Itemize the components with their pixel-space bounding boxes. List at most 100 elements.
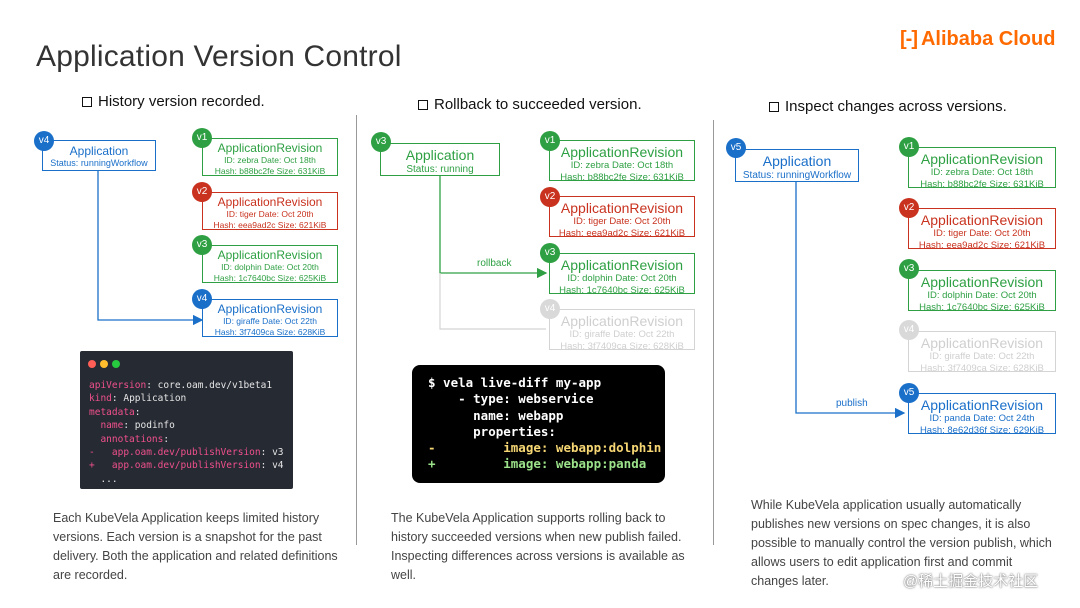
panel3-badge-v1: v1 [899,137,919,157]
code-line: name: podinfo [89,420,175,432]
code-ellipsis: ... [89,473,118,485]
yaml-code-window: apiVersion: core.oam.dev/v1beta1 kind: A… [80,351,293,489]
logo-mark: [-] [900,28,918,50]
revision-id-date: ID: dolphin Date: Oct 20th [927,290,1037,301]
maximize-dot-icon [112,360,120,368]
panel2-description: The KubeVela Application supports rollin… [391,511,685,582]
panel1-revision-v4: ApplicationRevision ID: giraffe Date: Oc… [202,299,338,337]
revision-name: ApplicationRevision [920,212,1044,228]
application-name: Application [69,144,129,158]
checkbox-icon [82,96,92,107]
revision-name: ApplicationRevision [217,248,323,262]
application-status: Status: runningWorkflow [50,158,148,168]
revision-hash-size: Hash: eea9ad2c Size: 621KiB [918,239,1046,251]
revision-hash-size: Hash: 3f7409ca Size: 628KiB [920,362,1044,374]
revision-id-date: ID: tiger Date: Oct 20th [226,209,314,219]
revision-hash-size: Hash: 1c7640bc Size: 625KiB [559,284,685,296]
revision-name: ApplicationRevision [920,274,1044,290]
revision-name: ApplicationRevision [560,313,684,329]
code-value: core.oam.dev/v1beta1 [157,380,273,391]
panel2-badge-v1: v1 [540,131,560,151]
panel3-application-box: Application Status: runningWorkflow [735,149,859,182]
panel3-revision-v4: ApplicationRevision ID: giraffe Date: Oc… [908,331,1056,374]
panel2-revision-v2: ApplicationRevision ID: tiger Date: Oct … [549,196,695,239]
terminal-line: name: webapp [428,407,564,423]
revision-hash-size: Hash: 3f7409ca Size: 628KiB [560,340,684,352]
revision-name: ApplicationRevision [920,151,1044,167]
publish-label: publish [836,398,868,409]
column-divider-left [356,115,357,545]
panel1-revision-v3: ApplicationRevision ID: dolphin Date: Oc… [202,245,338,283]
code-key: app.oam.dev/publishVersion [111,447,261,459]
code-line: annotations: [89,433,170,445]
checkbox-icon [769,101,779,112]
code-line: metadata: [89,406,141,418]
panel2-badge-v3: v3 [540,243,560,263]
code-value: v3 [272,447,284,459]
panel3-revision-v5: ApplicationRevision ID: panda Date: Oct … [908,393,1056,436]
application-status: Status: running [406,164,474,175]
code-line-removed: - app.oam.dev/publishVersion: v3 [89,447,284,459]
revision-name: ApplicationRevision [920,335,1044,351]
panel1-badge-v1: v1 [192,128,212,148]
panel1-badge-v4: v4 [192,289,212,309]
code-value: Application [123,393,187,405]
revision-hash-size: Hash: b88bc2fe Size: 631KiB [214,165,326,176]
panel1-badge-v2: v2 [192,182,212,202]
panel2-gray-line [439,273,546,330]
code-key: app.oam.dev/publishVersion [111,460,261,472]
code-key: annotations [89,433,164,445]
panel1-revision-v2: ApplicationRevision ID: tiger Date: Oct … [202,192,338,230]
panel3-badge-v3: v3 [899,259,919,279]
application-name: Application [762,153,832,169]
code-value: v4 [272,460,284,472]
logo-text: Alibaba Cloud [920,28,1056,50]
revision-hash-size: Hash: 8e62d36f Size: 629KiB [919,424,1045,436]
panel1-description: Each KubeVela Application keeps limited … [53,511,338,582]
panel1-heading: History version recorded. [82,93,265,110]
revision-name: ApplicationRevision [560,257,684,273]
revision-name: ApplicationRevision [560,200,684,216]
revision-id-date: ID: tiger Date: Oct 20th [933,228,1031,239]
panel3-heading-text: Inspect changes across versions. [785,98,1007,115]
column-divider-right [713,120,714,545]
code-line: apiVersion: core.oam.dev/v1beta1 [89,380,273,391]
panel2-badge-v4: v4 [540,299,560,319]
terminal-line-added: + image: webapp:panda [428,456,647,472]
panel2-heading: Rollback to succeeded version. [418,96,642,113]
revision-id-date: ID: zebra Date: Oct 18th [930,167,1034,178]
alibaba-cloud-logo: [-] Alibaba Cloud [900,28,1055,51]
revision-hash-size: Hash: b88bc2fe Size: 631KiB [920,178,1044,190]
close-dot-icon [88,360,96,368]
panel2-application-box: Application Status: running [380,143,500,176]
terminal-window: $ vela live-diff my-app - type: webservi… [412,365,665,483]
watermark: @稀土掘金技术社区 [903,573,1039,590]
minimize-dot-icon [100,360,108,368]
revision-id-date: ID: giraffe Date: Oct 22th [569,329,675,340]
panel3-revision-v1: ApplicationRevision ID: zebra Date: Oct … [908,147,1056,190]
panel2-badge-v2: v2 [540,187,560,207]
revision-name: ApplicationRevision [920,397,1044,413]
revision-name: ApplicationRevision [560,144,684,160]
panel1-app-version-badge: v4 [34,131,54,151]
panel2-revision-v1: ApplicationRevision ID: zebra Date: Oct … [549,140,695,183]
code-line: kind: Application [89,393,187,405]
panel1-heading-text: History version recorded. [98,93,265,110]
code-key: apiVersion [89,380,147,391]
revision-id-date: ID: dolphin Date: Oct 20th [567,273,677,284]
yaml-code: apiVersion: core.oam.dev/v1beta1 kind: A… [89,379,284,486]
code-key: name [89,420,124,432]
rollback-label: rollback [477,258,512,269]
revision-name: ApplicationRevision [217,302,323,316]
panel1-revision-v1: ApplicationRevision ID: zebra Date: Oct … [202,138,338,176]
diff-prefix: - [89,447,112,459]
application-status: Status: runningWorkflow [742,170,852,181]
terminal-line: - type: webservice [428,391,594,407]
revision-hash-size: Hash: eea9ad2c Size: 621KiB [558,227,686,239]
revision-hash-size: Hash: 1c7640bc Size: 625KiB [213,272,327,283]
panel3-app-version-badge: v5 [726,138,746,158]
revision-id-date: ID: panda Date: Oct 24th [929,413,1035,424]
code-line: ... [89,473,284,486]
code-key: kind [89,393,112,405]
